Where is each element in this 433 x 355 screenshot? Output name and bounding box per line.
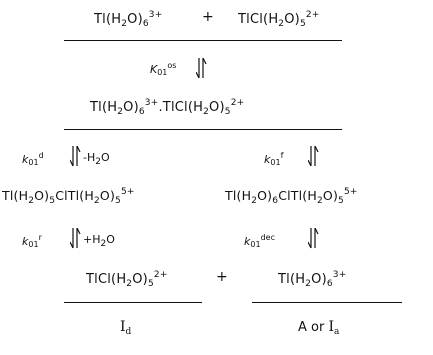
- plus-sign-products: +: [216, 269, 228, 285]
- row4-underline-right: [252, 302, 402, 303]
- k-os-label: K01os: [150, 61, 177, 77]
- equilibrium-arrow-r: [70, 228, 81, 249]
- k-r-label: k01r: [22, 233, 42, 249]
- mechanism-label-dissociative: Id: [120, 319, 132, 337]
- reactant-tlcl-aqua-ion: TlCl(H2O)52+: [238, 10, 320, 29]
- plus-sign: +: [202, 9, 214, 25]
- mechanism-label-associative: A or Ia: [298, 319, 340, 337]
- row1-underline: [64, 40, 342, 41]
- equilibrium-arrow-f: [308, 146, 319, 167]
- equilibrium-arrow-dec: [308, 228, 319, 249]
- reactant-tl-aqua-ion: Tl(H2O)63+: [94, 10, 163, 29]
- product-tlcl-aqua-ion: TlCl(H2O)52+: [86, 270, 168, 289]
- product-tl-aqua-ion: Tl(H2O)63+: [278, 270, 347, 289]
- equilibrium-arrow-d: [70, 146, 81, 167]
- k-f-label: k01f: [264, 151, 284, 167]
- row4-underline-left: [64, 302, 202, 303]
- outer-sphere-complex: Tl(H2O)63+.TlCl(H2O)52+: [90, 98, 245, 117]
- bridged-complex-dissociative: Tl(H2O)5ClTl(H2O)55+: [2, 187, 135, 206]
- row2-underline: [64, 129, 342, 130]
- bridged-complex-associative: Tl(H2O)6ClTl(H2O)55+: [225, 187, 358, 206]
- equilibrium-arrow-os: [196, 58, 207, 79]
- minus-water-note: -H2O: [83, 151, 110, 167]
- k-dec-label: k01dec: [244, 233, 275, 249]
- plus-water-note: +H2O: [83, 233, 115, 249]
- k-d-label: k01d: [22, 151, 44, 167]
